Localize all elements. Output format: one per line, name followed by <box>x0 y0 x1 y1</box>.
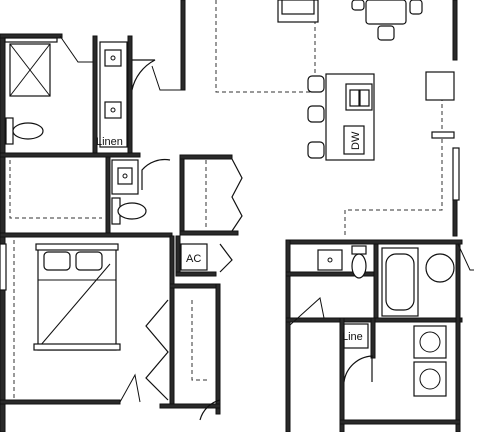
laundry <box>413 325 447 397</box>
bedroom-door-notch <box>119 373 141 403</box>
sofa-seat <box>281 0 315 15</box>
closet-bottom-wall <box>159 403 221 409</box>
hall-closet-bottom-wall <box>179 230 239 236</box>
bedroom-bottom-wall <box>0 399 121 405</box>
pillow-1 <box>43 251 71 271</box>
closet-bifold-door <box>231 158 243 232</box>
dining-chair-bottom <box>377 25 395 41</box>
ac-closet-left-wall <box>175 235 181 277</box>
laundry-left-wall <box>339 317 345 432</box>
washer <box>413 325 447 359</box>
stool-1 <box>307 75 325 93</box>
counter-end <box>431 131 455 139</box>
toilet-tank <box>5 117 14 145</box>
bed <box>33 243 121 351</box>
sink-1 <box>104 49 122 67</box>
bedroom-closet-door <box>145 299 169 401</box>
bath2-sink <box>317 249 343 271</box>
bath2-toilet-tank <box>351 245 367 255</box>
linen-lower-label: Line <box>342 331 363 343</box>
dining-chair-left <box>351 0 365 11</box>
shower-curb <box>4 37 58 43</box>
left-window <box>0 243 7 291</box>
sink-2 <box>104 101 122 119</box>
hall-closet-top-wall <box>179 154 233 160</box>
toilet-bowl <box>12 122 44 140</box>
bedroom-right-wall <box>169 235 175 407</box>
ac-closet-bottom-wall <box>175 271 217 277</box>
dashed-lines <box>9 0 443 400</box>
sink-basin-2 <box>359 89 370 107</box>
bottom-right-wall <box>339 419 461 425</box>
water-heater <box>425 253 455 283</box>
dashed-hall <box>9 160 102 219</box>
dishwasher-label: DW <box>350 131 362 150</box>
bed-footboard <box>33 343 121 351</box>
bathtub-basin <box>385 253 415 311</box>
vanity-partition-wall <box>127 35 133 157</box>
dryer <box>413 361 447 397</box>
sink-basin-1 <box>349 89 360 107</box>
dining-set <box>351 0 423 41</box>
dining-chair-right <box>409 0 423 15</box>
water-heater-notch <box>457 243 474 271</box>
right-exterior-wall-mid <box>452 199 458 237</box>
hall-bath-wall <box>105 156 111 236</box>
hall-bath <box>111 159 147 225</box>
ac-unit <box>180 243 208 271</box>
dashed-kitchen <box>344 90 443 238</box>
laundry-divider <box>370 317 376 359</box>
vanity-door <box>131 59 156 91</box>
stool-2 <box>307 105 325 123</box>
bedroom-top-wall <box>0 232 173 238</box>
ac-door <box>219 243 233 273</box>
bath2-toilet-bowl <box>351 253 367 279</box>
double-vanity <box>99 41 128 148</box>
right-exterior-wall-top <box>452 0 458 61</box>
bath2-door-notch <box>289 297 325 326</box>
hall-notch <box>151 65 183 91</box>
hall-closet-left-wall <box>179 154 185 236</box>
bath2-tub-wall <box>373 243 379 323</box>
toilet-upper <box>5 117 44 145</box>
closet-top-wall <box>169 283 221 289</box>
right-exterior-wall-lower <box>455 243 461 432</box>
bed-sheet-diagonal <box>39 263 111 347</box>
bath-top-notch <box>59 35 96 63</box>
dining-table <box>365 0 407 25</box>
bath2-top-wall <box>285 239 463 245</box>
right-window <box>452 147 460 201</box>
kitchen-island: DW <box>307 73 375 161</box>
linen-closet-label: Linen <box>96 136 123 148</box>
bath2-left-wall <box>285 239 291 432</box>
lower-closet-door <box>199 399 221 421</box>
laundry-door <box>343 355 373 383</box>
bath2 <box>317 245 455 317</box>
bath-bottom-wall <box>0 152 141 158</box>
pillow-2 <box>75 251 103 271</box>
upper-furniture <box>277 0 319 23</box>
dishwasher <box>343 125 365 155</box>
hall-sink <box>117 167 133 185</box>
hall-toilet-bowl <box>117 202 147 220</box>
stool-3 <box>307 141 325 159</box>
ac-label: AC <box>186 253 201 265</box>
closet-right-wall <box>215 283 221 415</box>
dashed-closet-lower <box>191 300 210 381</box>
hall-bath-door <box>141 158 171 190</box>
dashed-upper-room <box>215 0 316 93</box>
linen-closet <box>343 323 369 349</box>
shower <box>4 37 58 97</box>
pantry-box <box>425 71 455 101</box>
bed-headboard <box>35 243 119 251</box>
hall-wall-upper <box>180 0 186 91</box>
